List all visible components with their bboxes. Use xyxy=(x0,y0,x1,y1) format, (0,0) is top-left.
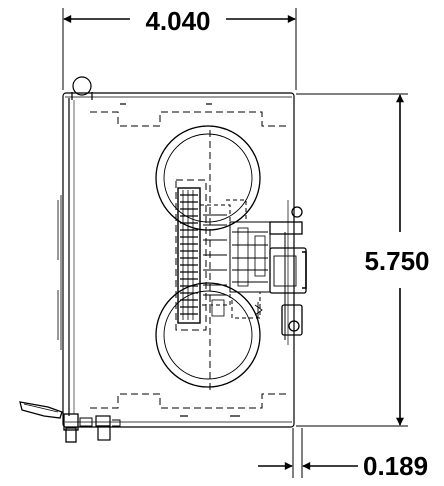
width-dimension-label: 4.040 xyxy=(145,6,210,36)
height-dimension-label: 5.750 xyxy=(364,246,429,276)
rail-marks xyxy=(120,103,240,417)
component-cluster xyxy=(177,187,271,324)
offset-dimension: 0.189 xyxy=(258,428,428,481)
latch-lever xyxy=(19,401,93,443)
right-bracket xyxy=(269,200,307,345)
part-body xyxy=(57,92,295,428)
left-rail-detail xyxy=(57,195,62,350)
lower-circle-assembly xyxy=(155,282,261,388)
width-dimension: 4.040 xyxy=(62,6,297,90)
bottom-connector xyxy=(95,415,121,441)
body-outer-outline xyxy=(62,92,295,428)
top-handle-knob xyxy=(71,76,93,100)
lower-dashed-frame xyxy=(90,393,290,409)
upper-dashed-frame xyxy=(90,111,290,127)
offset-dimension-label: 0.189 xyxy=(363,451,428,481)
height-dimension: 5.750 xyxy=(296,93,430,427)
dashed-inner-frames xyxy=(90,111,290,409)
upper-circle-assembly xyxy=(155,125,261,231)
